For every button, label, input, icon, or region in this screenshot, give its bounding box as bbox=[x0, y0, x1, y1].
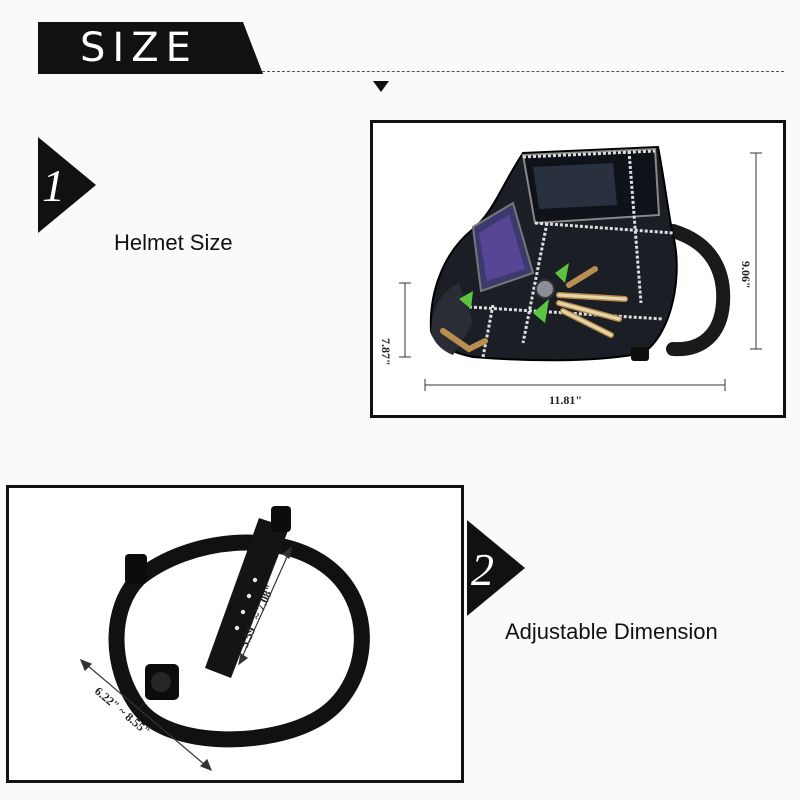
headband-image-frame: 5.59" ~ 7.08" 6.22" ~ 8.55" bbox=[6, 485, 464, 783]
down-arrow-icon bbox=[373, 81, 389, 92]
size-banner bbox=[38, 22, 263, 74]
headband-image bbox=[79, 506, 370, 772]
helmet-image-frame: 9.06" 7.87" 11.81" bbox=[370, 120, 786, 418]
helmet-width-dimension: 11.81" bbox=[549, 393, 582, 407]
welding-helmet-image bbox=[399, 145, 762, 391]
dashed-divider bbox=[262, 71, 784, 72]
helmet-size-label: Helmet Size bbox=[114, 230, 233, 255]
step-1-number: 1 bbox=[42, 160, 65, 211]
adjustable-dimension-label: Adjustable Dimension bbox=[505, 619, 718, 644]
step-2-number: 2 bbox=[471, 544, 494, 595]
helmet-height-dimension: 9.06" bbox=[739, 261, 753, 289]
size-title: SIZE bbox=[80, 25, 198, 71]
helmet-depth-dimension: 7.87" bbox=[379, 338, 393, 366]
